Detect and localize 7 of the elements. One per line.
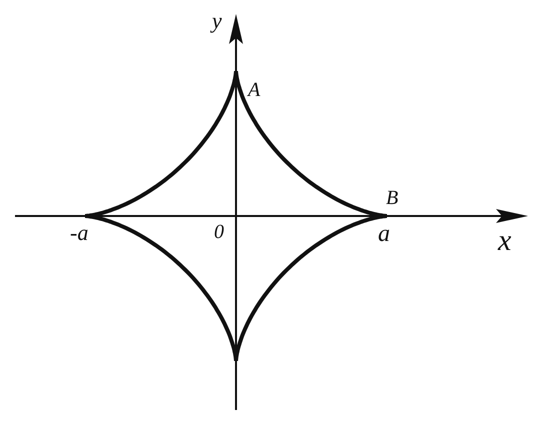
axis-label: A [248, 80, 260, 100]
axis-label: -a [70, 222, 88, 244]
axis-label: 0 [214, 222, 224, 242]
axis-label: x [498, 226, 512, 256]
axis-label: y [212, 10, 222, 32]
axis-label: a [378, 222, 390, 246]
axis-label: B [386, 188, 398, 208]
